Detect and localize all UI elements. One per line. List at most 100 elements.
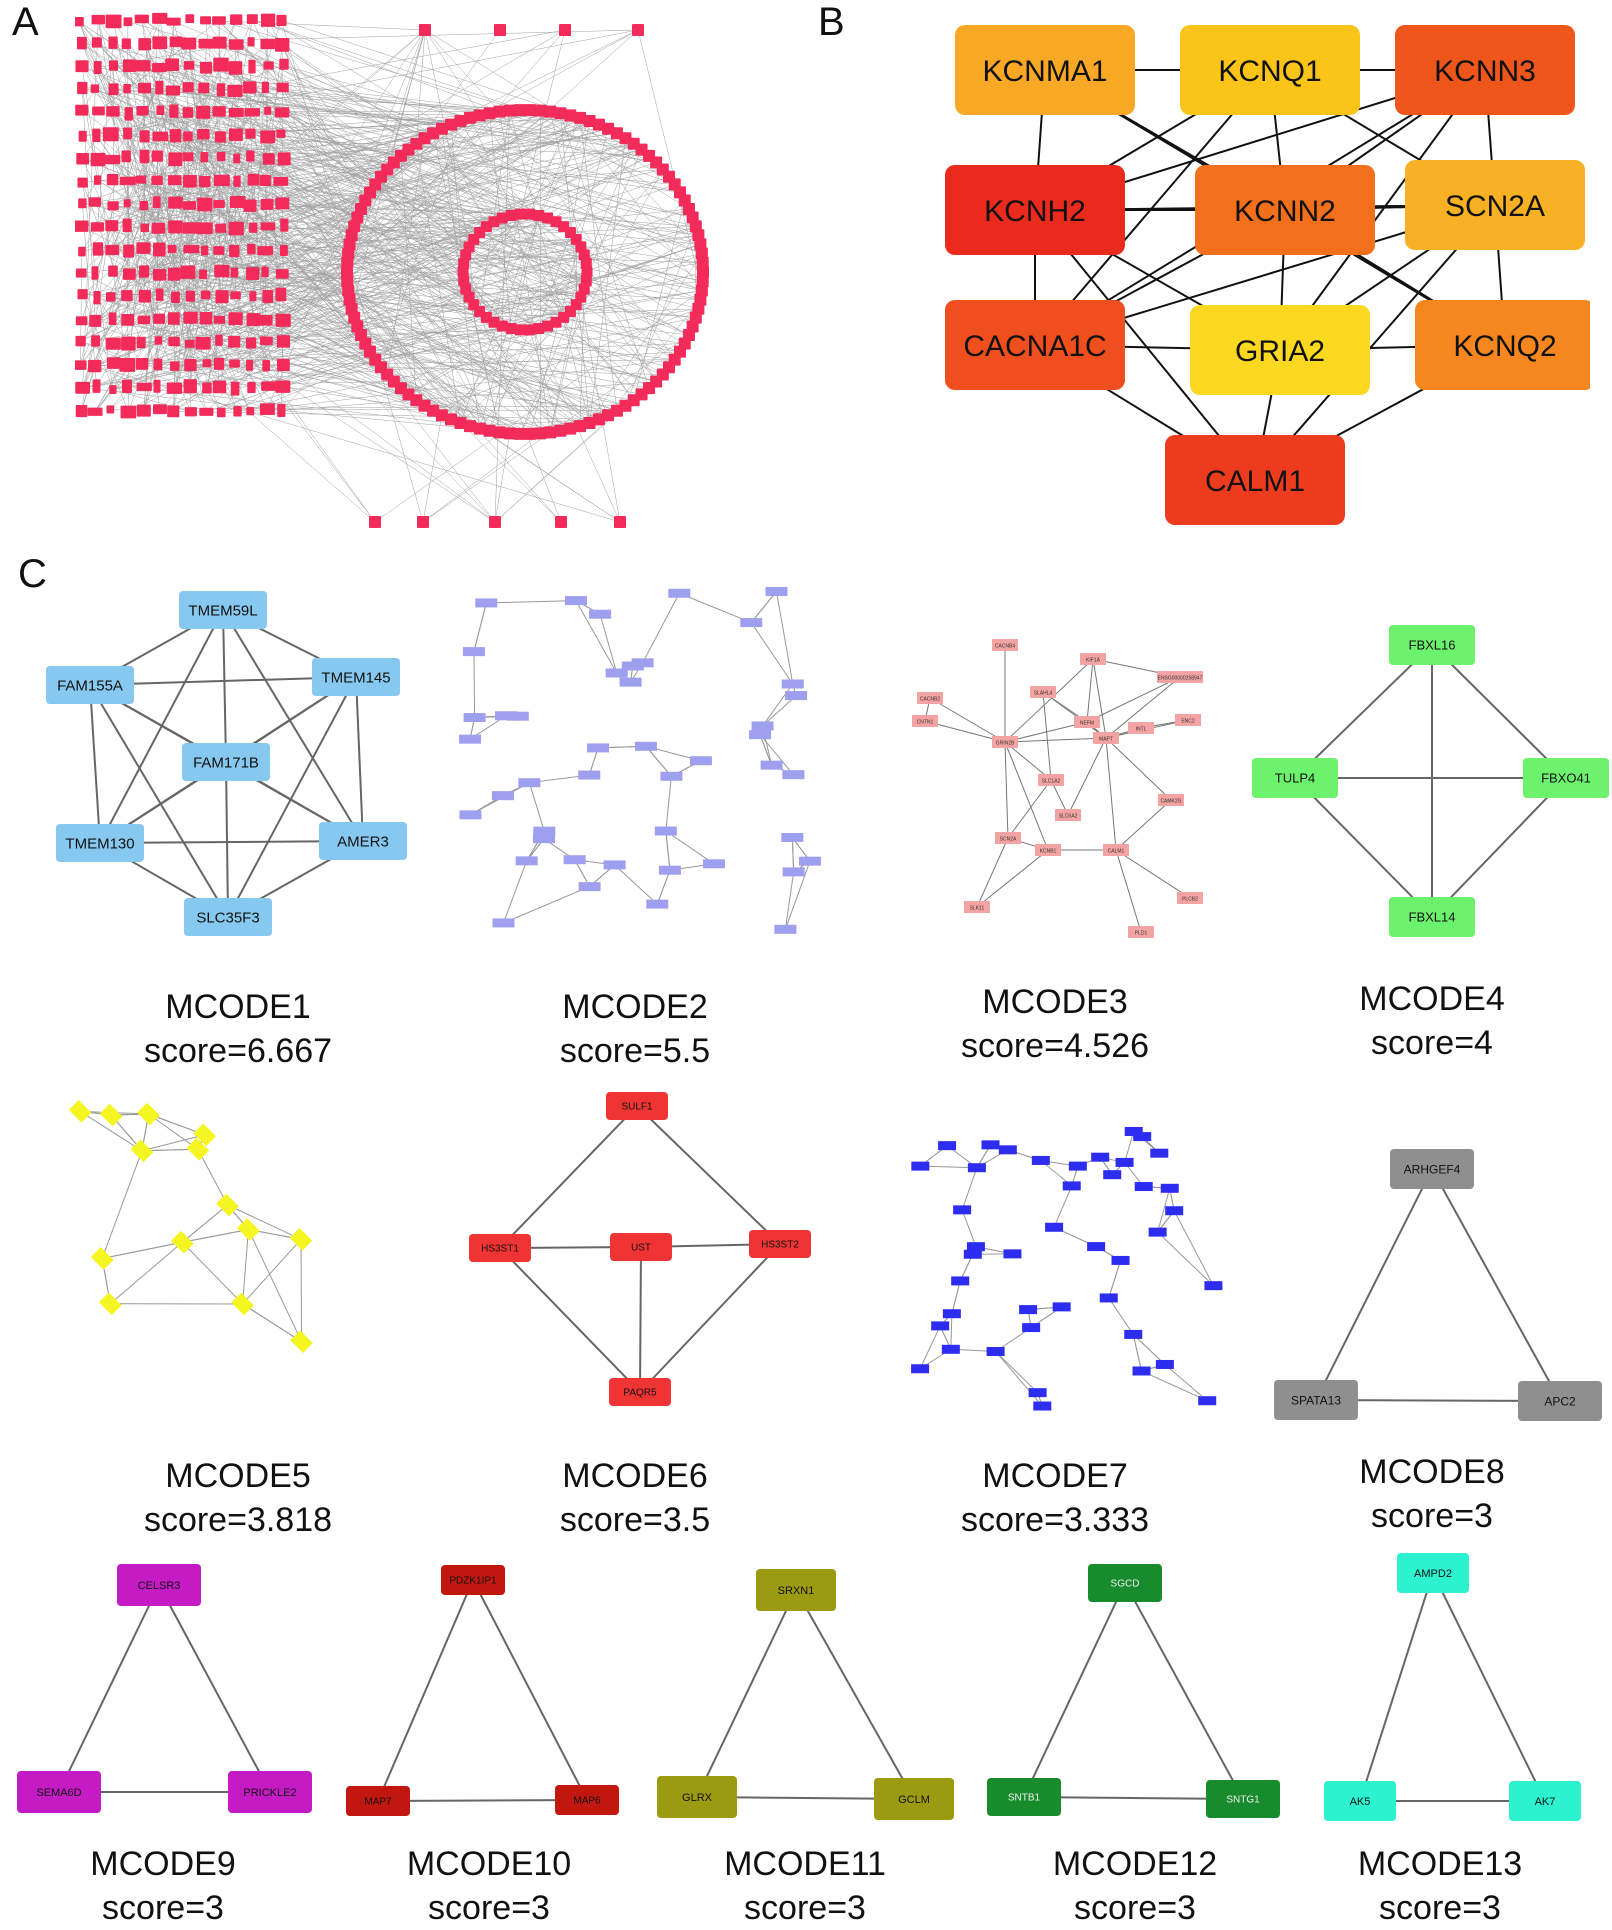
node-cacnb2: CACNB2 <box>917 692 943 704</box>
panel-a-node <box>198 83 209 94</box>
panel-a-node <box>156 105 164 115</box>
panel-a-node <box>121 314 134 326</box>
mcode7-node <box>1091 1153 1109 1162</box>
svg-text:CACNB2: CACNB2 <box>920 697 941 703</box>
panel-a-node <box>109 60 118 70</box>
panel-a-node <box>184 61 195 70</box>
panel-a-node <box>152 150 163 161</box>
mcode7-node <box>982 1140 1000 1149</box>
node-sgcd: SGCD <box>1088 1564 1162 1602</box>
mcode7-node <box>1124 1330 1142 1339</box>
panel-a-node <box>227 85 242 97</box>
svg-text:SLK11: SLK11 <box>970 906 985 912</box>
mcode2-node <box>464 713 486 722</box>
panel-a-node <box>230 291 241 299</box>
panel-a-node <box>168 337 179 346</box>
mcode2-name: MCODE2 <box>485 985 785 1029</box>
panel-a-node <box>214 265 229 277</box>
node-sntg1: SNTG1 <box>1206 1780 1280 1818</box>
svg-text:SPATA13: SPATA13 <box>1291 1393 1341 1407</box>
svg-text:KCNH2: KCNH2 <box>984 195 1086 228</box>
mcode12-score: score=3 <box>985 1886 1285 1930</box>
panel-a-node <box>91 335 100 346</box>
node-apc2: APC2 <box>1518 1381 1602 1421</box>
panel-a-node <box>124 199 131 207</box>
mcode10-name: MCODE10 <box>339 1842 639 1886</box>
node-gclm: GCLM <box>874 1778 954 1820</box>
svg-text:CNTN1: CNTN1 <box>917 720 934 726</box>
mcode8-score: score=3 <box>1282 1494 1582 1538</box>
panel-a-node <box>170 37 183 48</box>
panel-a-node <box>419 24 431 36</box>
panel-a-node <box>91 84 99 92</box>
mcode2-node <box>659 866 681 875</box>
panel-a-node <box>76 153 89 164</box>
node-ampd2: AMPD2 <box>1397 1553 1469 1593</box>
mcode3-name: MCODE3 <box>905 980 1205 1024</box>
panel-a-node <box>183 201 196 210</box>
mcode7-node <box>1032 1156 1050 1165</box>
panel-a-node <box>260 39 275 49</box>
svg-text:CALM1: CALM1 <box>1108 849 1125 855</box>
mcode3-score: score=4.526 <box>905 1024 1205 1068</box>
panel-a-node <box>139 290 151 303</box>
panel-a-node <box>417 516 429 528</box>
mcode8-name: MCODE8 <box>1282 1450 1582 1494</box>
panel-a-node <box>199 408 213 416</box>
svg-text:SNTG1: SNTG1 <box>1226 1795 1260 1806</box>
panel-a-node <box>139 265 149 277</box>
mcode7-node <box>1135 1182 1153 1191</box>
mcode7-node <box>1045 1223 1063 1232</box>
node-plcb2: PLCB2 <box>1177 892 1203 904</box>
node-fam155a: FAM155A <box>46 666 134 704</box>
mcode7-node <box>1003 1249 1021 1258</box>
panel-a-node <box>152 36 167 49</box>
panel-a-node <box>168 245 177 253</box>
node-intl: INTL <box>1128 722 1154 734</box>
mcode2-node <box>782 679 804 688</box>
panel-a-node <box>94 61 102 74</box>
panel-a-node <box>243 81 257 93</box>
mcode4-name: MCODE4 <box>1282 977 1582 1021</box>
panel-a-node <box>260 337 273 346</box>
node-kcnh2: KCNH2 <box>945 165 1125 255</box>
panel-a-node <box>196 106 210 119</box>
panel-a-node <box>153 380 160 393</box>
panel-a-node <box>195 337 210 350</box>
mcode2-score: score=5.5 <box>485 1029 785 1073</box>
panel-a-node <box>279 59 288 70</box>
mcode2-node <box>660 772 682 781</box>
mcode13-score: score=3 <box>1290 1886 1590 1930</box>
panel-a-node <box>229 245 239 257</box>
panel-a-node <box>275 197 289 209</box>
panel-a-node <box>489 516 501 528</box>
node-kcnn3: KCNN3 <box>1395 25 1575 115</box>
svg-text:SLC35F3: SLC35F3 <box>196 909 259 926</box>
panel-a-node <box>91 266 98 279</box>
mcode5-node <box>100 1104 123 1127</box>
panel-a-node <box>199 39 215 49</box>
panel-a-node <box>246 407 254 415</box>
panel-a-node <box>121 150 130 162</box>
svg-text:SRXN1: SRXN1 <box>778 1585 815 1597</box>
panel-a-node <box>76 268 87 277</box>
node-ak7: AK7 <box>1509 1781 1581 1821</box>
node-camk2g: CAMK2G <box>1158 794 1184 806</box>
svg-text:TMEM59L: TMEM59L <box>188 602 257 619</box>
node-kcnq1: KCNQ1 <box>1180 25 1360 115</box>
panel-a-node <box>261 267 268 278</box>
svg-text:SULF1: SULF1 <box>621 1102 653 1113</box>
node-cntn1: CNTN1 <box>912 715 938 727</box>
panel-a-node <box>123 128 132 140</box>
panel-a-node <box>77 82 87 94</box>
mcode7-node <box>1150 1149 1168 1158</box>
mcode7-node <box>1133 1132 1151 1141</box>
mcode2-node <box>774 925 796 934</box>
mcode7-node <box>931 1321 949 1330</box>
panel-a-node <box>199 176 211 187</box>
panel-a-node <box>108 83 118 95</box>
svg-text:TMEM145: TMEM145 <box>321 669 390 686</box>
